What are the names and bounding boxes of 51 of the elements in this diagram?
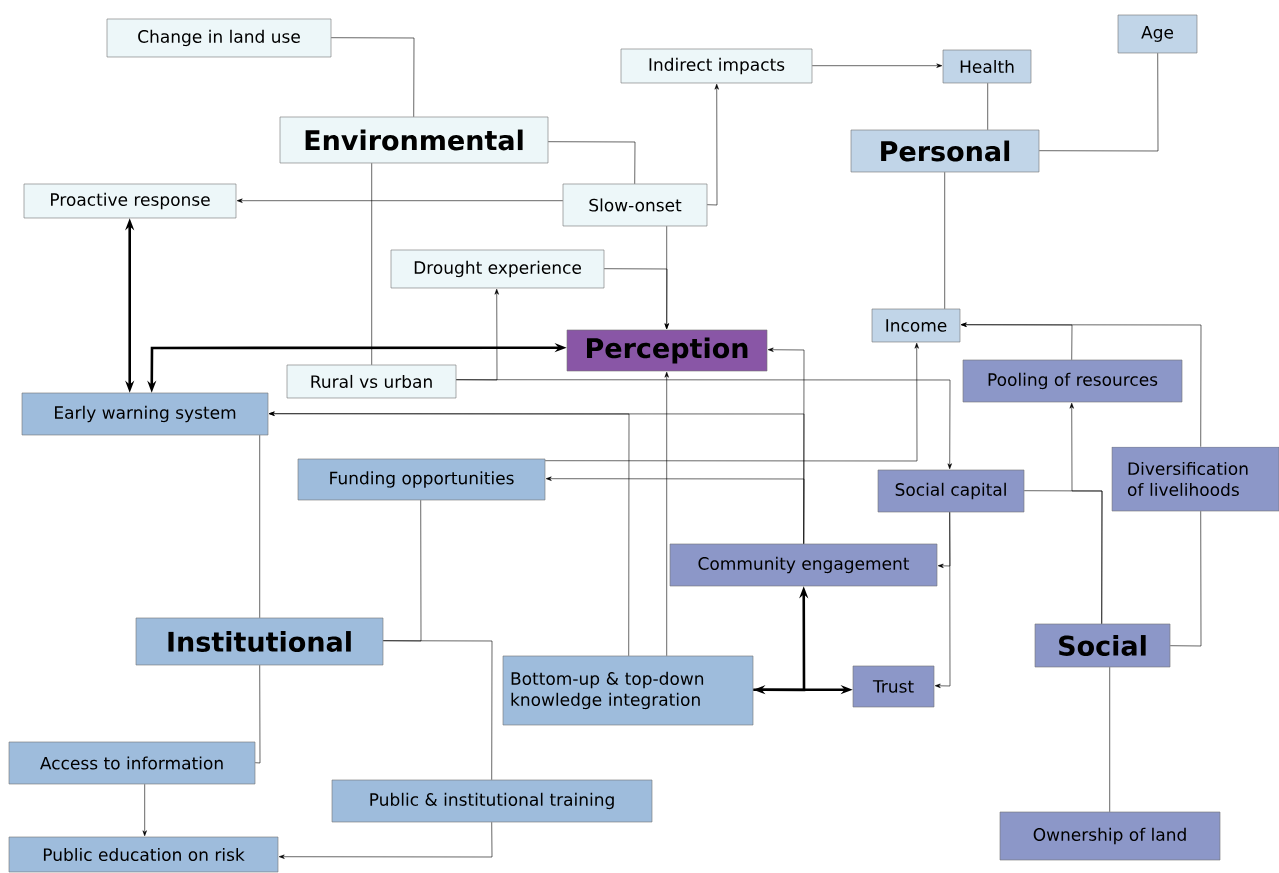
connector-line xyxy=(255,665,261,764)
category-box: Perception xyxy=(566,329,768,372)
connector-arrow xyxy=(707,83,719,206)
category-box: Environmental xyxy=(279,116,549,164)
connector-arrow xyxy=(934,512,951,688)
connector-arrow xyxy=(545,342,919,462)
factor-box: Pooling of resources xyxy=(962,359,1183,403)
factor-box: Public education on risk xyxy=(8,836,279,873)
connector-arrow xyxy=(604,268,669,330)
connector-arrow xyxy=(268,411,630,656)
factor-box: Trust xyxy=(852,665,935,708)
factor-box: Health xyxy=(942,49,1032,84)
connector-line xyxy=(371,163,372,365)
factor-box: Access to information xyxy=(8,741,256,785)
connector-line xyxy=(1039,53,1159,152)
factor-box: Early warning system xyxy=(21,392,269,436)
factor-box: Public & institutional training xyxy=(331,779,653,823)
factor-box: Diversification of livelihoods xyxy=(1111,446,1279,512)
factor-box: Drought experience xyxy=(390,249,605,289)
connector-arrow xyxy=(1069,402,1103,624)
factor-box: Social capital xyxy=(877,469,1025,513)
connector-arrow xyxy=(545,476,805,544)
connector-line xyxy=(259,435,260,618)
factor-box: Proactive response xyxy=(23,183,237,219)
factor-box: Rural vs urban xyxy=(286,364,457,399)
factor-box: Age xyxy=(1117,14,1198,54)
connector-line xyxy=(1109,667,1110,812)
connector-line xyxy=(1170,511,1202,647)
factor-box: Slow-onset xyxy=(562,183,708,227)
connector-arrow xyxy=(812,63,943,68)
connector-arrow xyxy=(278,822,493,859)
connector-arrow xyxy=(142,784,147,837)
connector-arrow xyxy=(664,371,669,656)
factor-box: Ownership of land xyxy=(999,811,1221,861)
connector-arrow xyxy=(456,379,952,470)
category-box: Institutional xyxy=(135,617,384,666)
factor-box: Indirect impacts xyxy=(620,48,813,84)
connector-arrow xyxy=(960,322,1202,447)
connector-line xyxy=(987,83,988,130)
connector-arrow xyxy=(236,198,563,203)
factor-box: Change in land use xyxy=(106,18,332,58)
connector-line xyxy=(944,172,945,309)
connector-line xyxy=(331,37,415,117)
factor-box: Community engagement xyxy=(669,543,938,587)
factor-box: Income xyxy=(871,308,961,343)
category-box: Personal xyxy=(850,129,1040,173)
factor-box: Bottom-up & top-down knowledge integration xyxy=(502,655,754,726)
connector-line xyxy=(548,141,636,184)
connector-line xyxy=(383,640,493,780)
factor-box: Funding opportunities xyxy=(297,458,546,501)
category-box: Social xyxy=(1034,623,1171,668)
